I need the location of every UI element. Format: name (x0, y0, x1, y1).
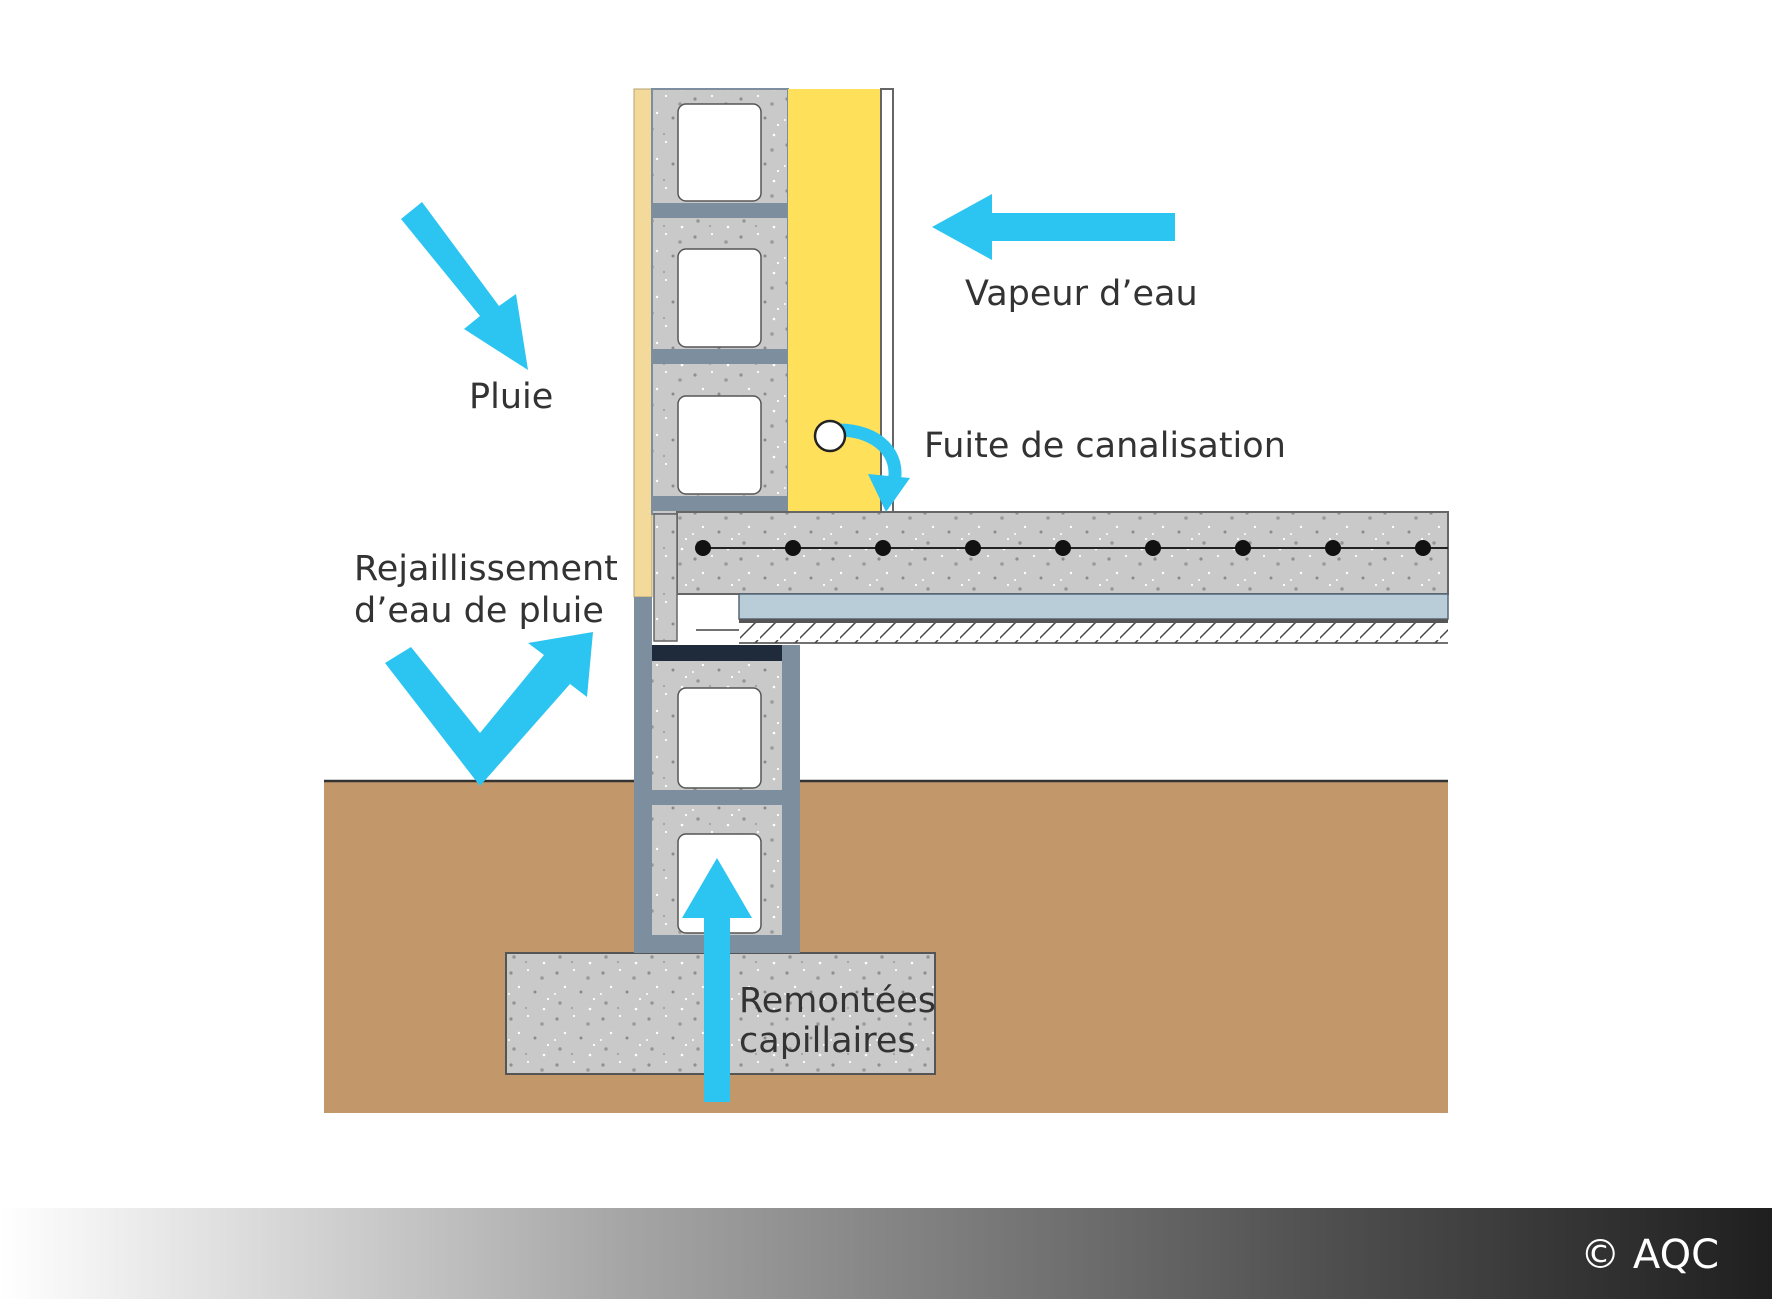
label-capillary-line2: capillaires (739, 1021, 916, 1061)
exterior-coating (633, 88, 653, 598)
under-slab-insulation (738, 593, 1449, 620)
v-bounce-arrow-icon (385, 632, 593, 786)
rebar-dot (965, 540, 981, 556)
rebar-row (695, 540, 1431, 556)
leaking-pipe-icon (813, 419, 847, 453)
curved-arrow-icon (831, 423, 902, 489)
floor-slab (676, 511, 1449, 595)
vapour-barrier (739, 619, 1448, 623)
rebar-dot (785, 540, 801, 556)
block-cavity (677, 395, 762, 495)
rebar-dot (1235, 540, 1251, 556)
slab-edge-strip (653, 513, 678, 642)
block-cavity (677, 687, 762, 789)
rebar-dot (1415, 540, 1431, 556)
block-cavity (677, 103, 762, 202)
credit-bar: © AQC (0, 1208, 1772, 1299)
label-rain: Pluie (469, 377, 553, 417)
arrow-up-icon (682, 858, 752, 1102)
arrow-left-icon (932, 194, 1175, 260)
sill-plate (652, 645, 782, 661)
label-splash-line1: Rejaillissement (354, 549, 618, 589)
rebar-dot (1055, 540, 1071, 556)
upper-block-wall (651, 88, 789, 515)
arrow-down-right-icon (401, 202, 528, 370)
rebar-dot (695, 540, 711, 556)
rebar-dot (1145, 540, 1161, 556)
copyright-text: © AQC (1580, 1232, 1719, 1278)
block-cavity (677, 248, 762, 348)
label-capillary-line1: Remontées (739, 981, 936, 1021)
label-vapor: Vapeur d’eau (965, 274, 1198, 314)
gravel-bed (739, 623, 1448, 643)
curved-arrow-head (868, 474, 910, 512)
label-splash-line2: d’eau de pluie (354, 591, 604, 631)
rebar-dot (875, 540, 891, 556)
label-leak: Fuite de canalisation (924, 426, 1286, 466)
rebar-dot (1325, 540, 1341, 556)
